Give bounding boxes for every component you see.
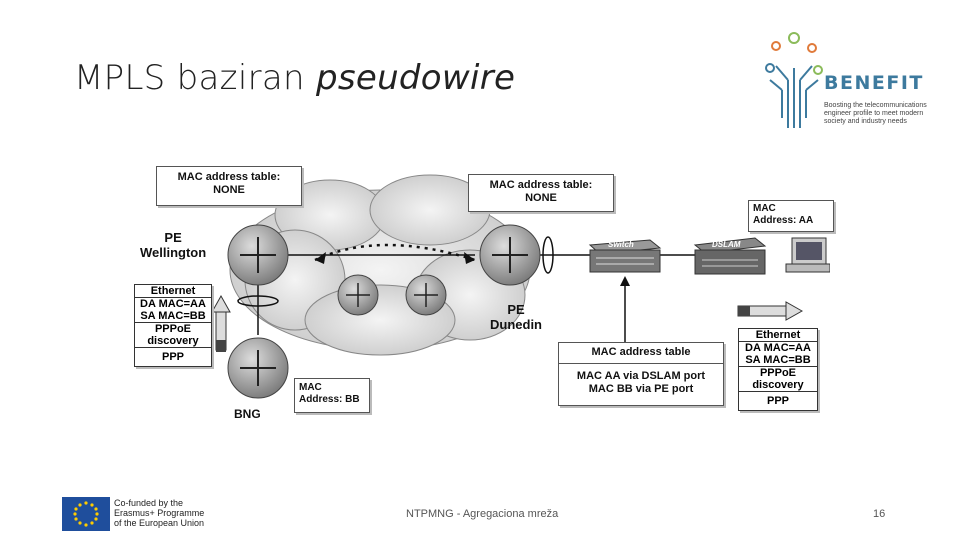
slide-title: MPLS baziran pseudowire [74,58,515,98]
left-frame-ppp: PPP [161,351,184,363]
router-core-2-icon [405,274,447,316]
pe-dunedin-mac-table: MAC address table: NONE [468,174,614,212]
circuit-tree-icon [765,32,823,128]
mpls-pseudowire-diagram: MAC address table: NONE MAC address tabl… [130,160,834,425]
diagram-graphics [211,174,830,399]
bng-label: BNG [234,407,261,421]
pe-dunedin-label-line2: Dunedin [490,317,542,332]
pe-wellington-label-line1: PE [164,230,182,245]
pw-ring-left [237,295,279,307]
slide-footer: NTPMNG - Agregaciona mreža [406,508,559,520]
bng-mac-line1: MAC [299,382,322,393]
switch-mac-table: MAC address table MAC AA via DSLAM port … [558,342,724,406]
pe-dunedin-label: PE Dunedin [490,302,542,332]
dslam-label: DSLAM [712,240,741,249]
pe-wellington-table-line2: NONE [213,184,245,196]
bng-mac-box: MAC Address: BB [294,378,370,413]
right-frame-pppoe: PPPoE [759,367,797,379]
left-frame-discovery: discovery [135,335,211,348]
pe-wellington-label: PE Wellington [140,230,206,260]
table-arrow [620,276,630,286]
bng-mac-line2: Address: BB [299,394,360,405]
switch-label: Switch [608,240,634,249]
left-frame-pppoe: PPPoE [154,323,192,335]
left-frame-ethernet: Ethernet [135,285,211,298]
pseudowire-arrow-right [464,252,475,264]
slide-title-plain: MPLS baziran [74,58,316,98]
pe-wellington-mac-table: MAC address table: NONE [156,166,302,206]
pseudowire-arrow-left [315,252,326,264]
frame-direction-arrow-right [737,301,804,321]
eu-line1: Co-funded by the [114,498,184,508]
router-pe-wellington-icon [227,224,289,286]
pc-mac-line2: Address: AA [753,215,814,226]
pe-dunedin-table-line1: MAC address table: [489,179,593,191]
router-core-1-icon [337,274,379,316]
computer-icon [785,237,830,273]
left-frame-stack: Ethernet DA MAC=AA SA MAC=BB PPPoE disco… [134,284,212,367]
dslam-icon [693,237,767,275]
right-frame-sa: SA MAC=BB [739,354,817,367]
right-frame-ethernet: Ethernet [739,329,817,342]
pw-ring-right [542,236,554,274]
eu-badge-text: Co-funded by the Erasmus+ Programme of t… [114,498,204,528]
mpls-cloud [229,174,531,356]
slide-title-italic: pseudowire [315,58,516,98]
pc-mac-box: MAC Address: AA [748,200,834,232]
left-frame-sa: SA MAC=BB [135,310,211,323]
right-frame-discovery: discovery [739,379,817,392]
logo-tagline: Boosting the telecommunications engineer… [824,102,927,125]
router-bng-icon [227,337,289,399]
right-frame-stack: Ethernet DA MAC=AA SA MAC=BB PPPoE disco… [738,328,818,411]
pe-dunedin-table-line2: NONE [525,192,557,204]
right-frame-ppp: PPP [766,395,789,407]
switch-table-line2: MAC BB via PE port [588,383,694,395]
pe-wellington-label-line2: Wellington [140,245,207,260]
frame-direction-arrow-left [211,294,231,352]
pe-dunedin-label-line1: PE [507,302,525,317]
pseudowire-path [314,243,476,262]
eu-line2: Erasmus+ Programme [114,508,205,518]
switch-icon [588,239,662,273]
switch-table-line1: MAC AA via DSLAM port [576,370,706,382]
pc-mac-line1: MAC [753,203,776,214]
router-pe-dunedin-icon [479,224,541,286]
page-number: 16 [873,508,886,520]
benefit-logo: BENEFIT Boosting the telecommunications … [764,28,944,132]
logo-brand-text: BENEFIT [824,72,924,94]
switch-table-title: MAC address table [559,343,723,364]
right-frame-da: DA MAC=AA [745,342,811,354]
eu-line3: of the European Union [114,518,205,528]
eu-flag-icon [62,497,110,531]
eu-cofunded-badge: Co-funded by the Erasmus+ Programme of t… [62,497,234,531]
left-frame-da: DA MAC=AA [140,298,206,310]
pe-wellington-table-line1: MAC address table: [177,171,281,183]
